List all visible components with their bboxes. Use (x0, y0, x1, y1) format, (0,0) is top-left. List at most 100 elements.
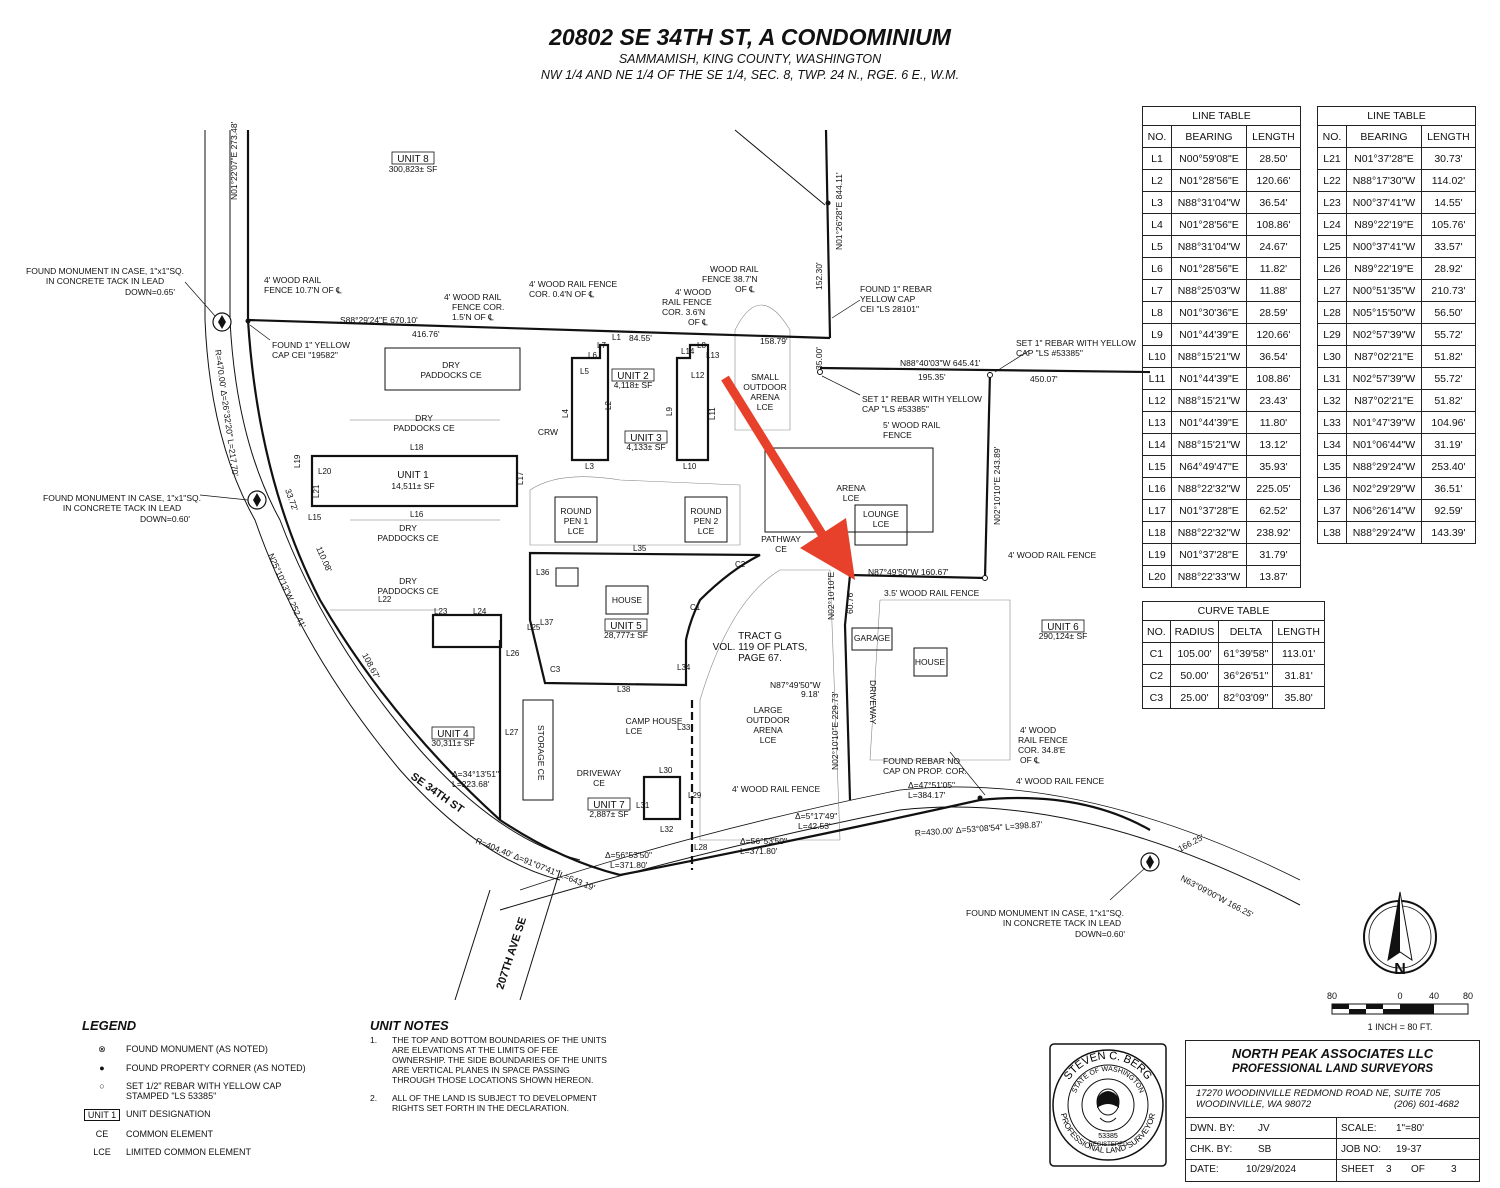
svg-text:110.08': 110.08' (314, 545, 334, 574)
svg-text:1 INCH = 80 FT.: 1 INCH = 80 FT. (1368, 1022, 1433, 1032)
note-line: OWNERSHIP. THE SIDE BOUNDARIES OF THE UN… (392, 1055, 607, 1065)
svg-text:IN CONCRETE TACK IN LEAD: IN CONCRETE TACK IN LEAD (46, 276, 164, 286)
svg-text:COR. 34.8'E: COR. 34.8'E (1018, 745, 1066, 755)
table-cell: 92.59' (1420, 499, 1477, 522)
north-road (734, 129, 826, 206)
svg-text:4,133± SF: 4,133± SF (626, 442, 665, 452)
svg-text:PEN 1: PEN 1 (564, 516, 589, 526)
svg-text:CAP CEI "19582": CAP CEI "19582" (272, 350, 338, 360)
table-cell: 55.72' (1420, 367, 1477, 390)
north-letter: N (1394, 961, 1406, 978)
lounge-building (854, 504, 908, 546)
north-boundary (247, 318, 831, 340)
svg-text:L1: L1 (612, 333, 621, 342)
svg-text:53385: 53385 (1098, 1133, 1118, 1140)
svg-text:RAIL FENCE: RAIL FENCE (1018, 735, 1068, 745)
unit-note-2: ALL OF THE LAND IS SUBJECT TO DEVELOPMEN… (392, 1093, 620, 1113)
svg-text:IN CONCRETE TACK IN LEAD: IN CONCRETE TACK IN LEAD (1003, 918, 1121, 928)
storage-building (522, 699, 554, 801)
unit4-small-box (431, 613, 503, 649)
svg-text:33.72': 33.72' (283, 487, 300, 512)
svg-text:PADDOCKS CE: PADDOCKS CE (393, 423, 455, 433)
table-cell: 28.50' (1245, 147, 1302, 170)
svg-text:LOUNGE: LOUNGE (863, 509, 899, 519)
table-cell: N88°29'24"W (1346, 455, 1422, 478)
svg-text:DOWN=0.60': DOWN=0.60' (1075, 929, 1125, 939)
drawing-title: 20802 SE 34TH ST, A CONDOMINIUM (549, 24, 951, 50)
table-cell: 225.05' (1245, 477, 1302, 500)
svg-text:CE: CE (775, 544, 787, 554)
portrait-icon (1096, 1088, 1120, 1123)
svg-text:R=404.40' Δ=91°07'41" L=643.: R=404.40' Δ=91°07'41" L=643.19' (474, 836, 597, 893)
table-header: RADIUS (1169, 620, 1220, 643)
table-cell: N88°29'24"W (1346, 521, 1422, 544)
round-pen-1 (554, 496, 598, 543)
svg-text:UNIT 5: UNIT 5 (610, 621, 642, 632)
table-cell: L35 (1317, 455, 1347, 478)
svg-text:4' WOOD RAIL FENCE: 4' WOOD RAIL FENCE (1016, 776, 1105, 786)
table-cell: L16 (1142, 477, 1172, 500)
svg-text:LCE: LCE (843, 493, 860, 503)
svg-text:COR. 0.4'N OF ℄: COR. 0.4'N OF ℄ (529, 289, 595, 299)
table-cell: N87°02'21"E (1346, 345, 1422, 368)
svg-text:N02°10'10"E: N02°10'10"E (826, 571, 836, 620)
svg-text:0: 0 (1397, 991, 1402, 1001)
svg-text:GARAGE: GARAGE (854, 633, 891, 643)
svg-text:L=223.68': L=223.68' (452, 779, 490, 789)
svg-text:158.79': 158.79' (760, 336, 788, 346)
svg-text:CAP ON PROP. COR.: CAP ON PROP. COR. (883, 766, 967, 776)
svg-text:FENCE COR.: FENCE COR. (452, 302, 504, 312)
svg-text:80: 80 (1463, 991, 1473, 1001)
svg-text:WOOD RAIL: WOOD RAIL (710, 264, 759, 274)
svg-text:L12: L12 (691, 371, 705, 380)
red-arrow-shaft (721, 375, 842, 563)
table-cell: L18 (1142, 521, 1172, 544)
svg-text:HOUSE: HOUSE (915, 657, 946, 667)
parcel-boundary-west-south (246, 130, 1151, 877)
svg-text:35.00': 35.00' (814, 347, 824, 370)
svg-text:LCE: LCE (760, 735, 777, 745)
svg-text:DOWN=0.65': DOWN=0.65' (125, 287, 175, 297)
table-cell: L9 (1142, 323, 1172, 346)
north-arrow: N (1363, 891, 1437, 978)
svg-text:SMALL: SMALL (751, 372, 779, 382)
legend-heading: LEGEND (82, 1018, 137, 1033)
table-cell: N64°49'47"E (1171, 455, 1247, 478)
svg-text:L7: L7 (597, 341, 606, 350)
svg-text:CE: CE (593, 778, 605, 788)
table-cell: 108.86' (1245, 213, 1302, 236)
svg-text:L24: L24 (473, 607, 487, 616)
scale-bar: 80 0 40 80 1 INCH = 80 FT. (1327, 991, 1473, 1032)
svg-text:ARENA: ARENA (753, 725, 783, 735)
svg-text:4' WOOD: 4' WOOD (675, 287, 711, 297)
note-line: ALL OF THE LAND IS SUBJECT TO DEVELOPMEN… (392, 1093, 598, 1103)
svg-text:L10: L10 (683, 462, 697, 471)
svg-text:L16: L16 (410, 510, 424, 519)
svg-text:R=470.00' Δ=26°32'20" L=217.: R=470.00' Δ=26°32'20" L=217.70' (213, 349, 241, 477)
road-edge-west-outer (204, 130, 561, 881)
job-number: 19-37 (1396, 1144, 1422, 1155)
svg-text:SET 1" REBAR WITH YELLOW: SET 1" REBAR WITH YELLOW (1016, 338, 1136, 348)
svg-text:416.76': 416.76' (412, 329, 440, 339)
table-header: LENGTH (1420, 125, 1477, 148)
svg-text:4,118± SF: 4,118± SF (614, 380, 653, 390)
unit2-boundary (570, 343, 610, 462)
house-unit6 (913, 647, 948, 677)
svg-text:L22: L22 (378, 595, 392, 604)
table-cell: N88°31'04"W (1171, 191, 1247, 214)
table-cell: 28.92' (1420, 257, 1477, 280)
table-caption: CURVE TABLE (1142, 601, 1325, 621)
svg-text:N01°26'28"E 844.11': N01°26'28"E 844.11' (834, 172, 844, 250)
note-line: RIGHTS SET FORTH IN THE DECLARATION. (392, 1103, 569, 1113)
table-cell: L32 (1317, 389, 1347, 412)
unit-notes: UNIT NOTES 1. THE TOP AND BOTTOM BOUNDAR… (370, 1018, 620, 1113)
